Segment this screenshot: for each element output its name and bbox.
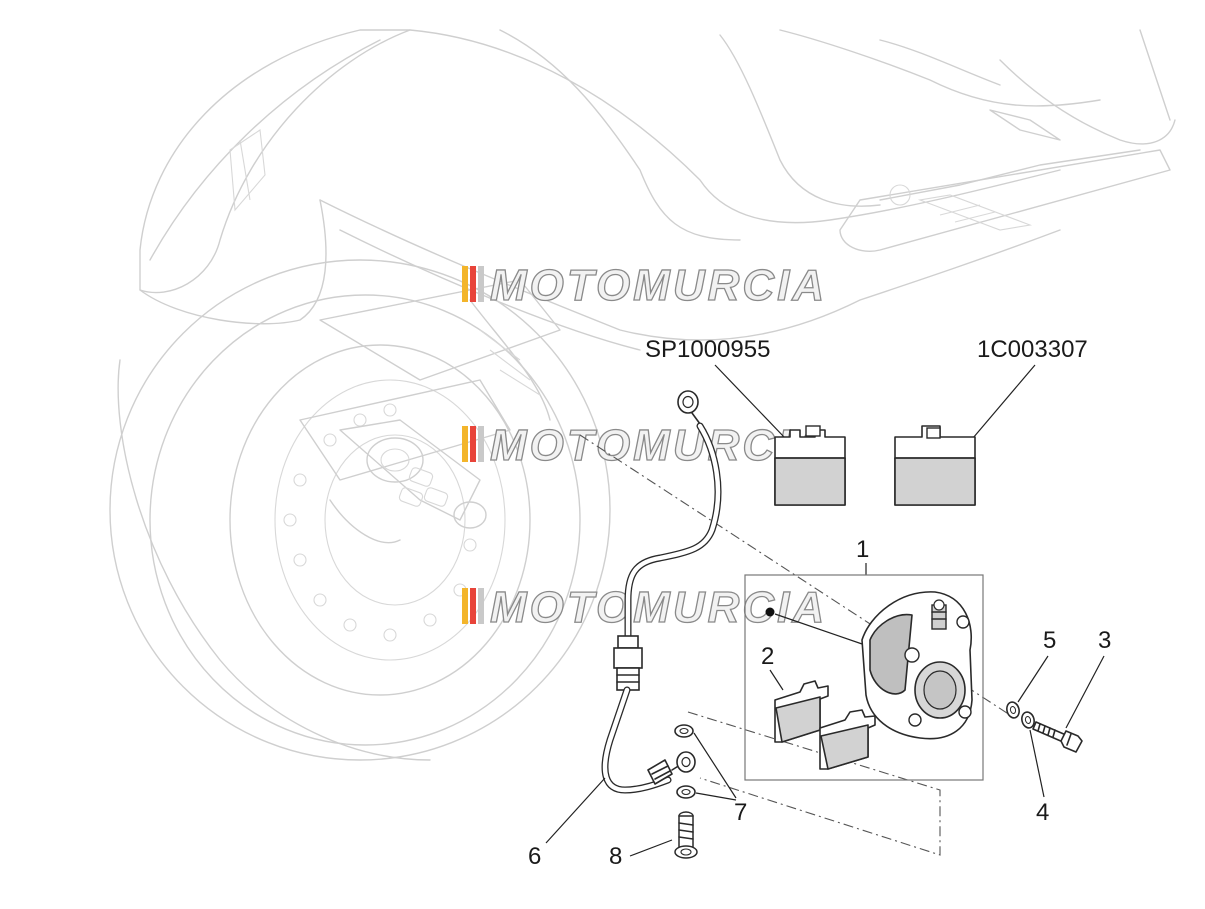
callout-2: 2 xyxy=(761,643,774,670)
washer-and-bolt-group: 5 4 3 xyxy=(1006,627,1111,826)
watermark-text: MOTOMURCIA xyxy=(490,261,827,310)
callout-7: 7 xyxy=(734,799,747,826)
washer-5 xyxy=(1006,701,1020,719)
callout-1: 1 xyxy=(856,536,869,563)
scooter-background xyxy=(109,29,1176,761)
inner-brake-pad xyxy=(774,680,829,743)
watermark-stripe-red xyxy=(470,426,476,462)
part-code-label: SP1000955 xyxy=(645,336,770,363)
watermark-stripe-red xyxy=(470,266,476,302)
watermark-text: MOTOMURCIA xyxy=(490,421,827,470)
brake-hose: 6 xyxy=(528,390,722,870)
watermark-stripe-grey xyxy=(478,588,484,624)
caliper-assembly: 1 2 xyxy=(744,536,984,781)
callout-6: 6 xyxy=(528,843,541,870)
inner-brake-pad xyxy=(819,709,876,770)
watermark-stripe-yellow xyxy=(462,588,468,624)
pad-set-sp1000955: SP1000955 xyxy=(645,336,846,506)
caliper-body xyxy=(861,591,973,740)
part-code-label: 1C003307 xyxy=(977,336,1088,363)
watermark-middle: MOTOMURCIA xyxy=(462,420,827,471)
callout-4: 4 xyxy=(1036,799,1049,826)
watermark-bottom: MOTOMURCIA xyxy=(462,582,827,633)
watermark-stripe-yellow xyxy=(462,266,468,302)
washer-4 xyxy=(1021,711,1035,729)
pad-set-1c003307: 1C003307 xyxy=(894,336,1088,506)
hose-washers: 7 xyxy=(674,724,747,826)
banjo-bolt: 8 xyxy=(609,811,698,870)
watermark-stripe-grey xyxy=(478,266,484,302)
watermark-stripe-grey xyxy=(478,426,484,462)
callout-5: 5 xyxy=(1043,627,1056,654)
watermark-stripe-red xyxy=(470,588,476,624)
watermark-top: MOTOMURCIA xyxy=(462,260,827,311)
bolt-3 xyxy=(1032,721,1083,753)
watermark-stripe-yellow xyxy=(462,426,468,462)
assembly-axis-line xyxy=(687,711,941,856)
watermark-text: MOTOMURCIA xyxy=(490,583,827,632)
callout-8: 8 xyxy=(609,843,622,870)
callout-3: 3 xyxy=(1098,627,1111,654)
